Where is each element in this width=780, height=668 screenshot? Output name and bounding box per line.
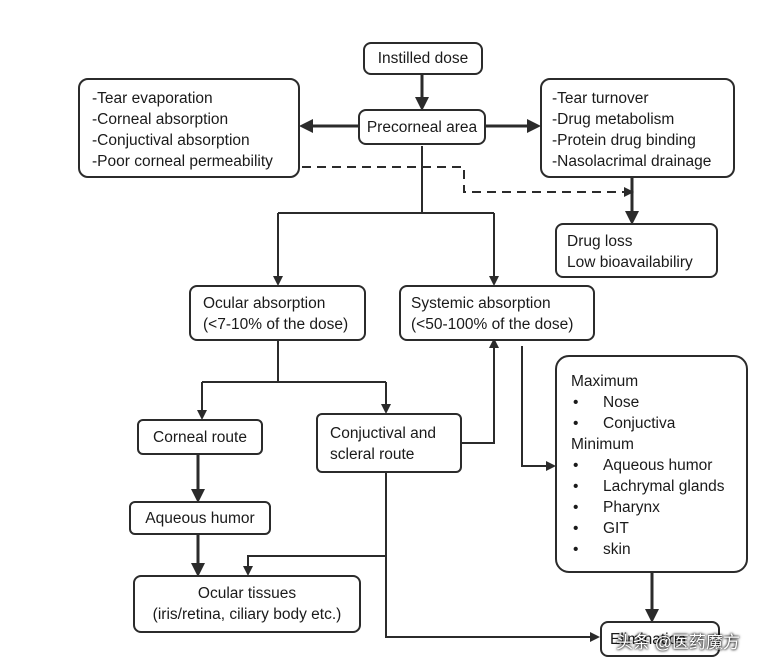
right-loss-item: -Protein drug binding xyxy=(552,132,696,149)
dashed-arrow-left-losses-to-drug-loss xyxy=(302,166,634,197)
ocular-absorption-percent: (<7-10% of the dose) xyxy=(203,316,349,333)
aqueous-humor-label: Aqueous humor xyxy=(145,509,255,527)
distribution-max-item: Conjuctiva xyxy=(571,413,736,434)
instilled-dose-box: Instilled dose xyxy=(363,42,483,75)
distribution-min-item: Pharynx xyxy=(571,497,736,518)
precorneal-area-label: Precorneal area xyxy=(366,118,478,136)
connector-ocular-split xyxy=(202,340,386,383)
conj-scleral-route-box: Conjuctival and scleral route xyxy=(316,413,462,473)
corneal-route-box: Corneal route xyxy=(137,419,263,455)
left-loss-item: -Tear evaporation xyxy=(92,90,213,107)
right-losses-box: -Tear turnover -Drug metabolism -Protein… xyxy=(540,78,735,178)
arrow-systemic-to-distribution xyxy=(521,346,556,471)
corneal-route-label: Corneal route xyxy=(153,428,247,446)
left-loss-item: -Corneal absorption xyxy=(92,111,229,128)
ocular-tissues-title: Ocular tissues xyxy=(197,585,297,602)
distribution-min-item: Aqueous humor xyxy=(571,455,736,476)
systemic-absorption-percent: (<50-100% of the dose) xyxy=(411,316,574,333)
distribution-box: Maximum Nose Conjuctiva Minimum Aqueous … xyxy=(555,355,748,573)
distribution-min-item: Lachrymal glands xyxy=(571,476,736,497)
right-loss-item: -Nasolacrimal drainage xyxy=(552,153,712,170)
drug-loss-box: Drug loss Low bioavailabiliry xyxy=(555,223,718,278)
ocular-tissues-subtitle: (iris/retina, ciliary body etc.) xyxy=(152,606,342,623)
distribution-max-label: Maximum xyxy=(571,373,639,390)
distribution-min-item: GIT xyxy=(571,518,736,539)
ocular-absorption-box: Ocular absorption (<7-10% of the dose) xyxy=(189,285,366,341)
left-loss-item: -Conjuctival absorption xyxy=(92,132,250,149)
watermark: 头条 @医药魔方 xyxy=(616,633,740,652)
right-loss-item: -Tear turnover xyxy=(552,90,649,107)
drug-loss-title: Drug loss xyxy=(567,233,633,250)
ocular-tissues-box: Ocular tissues (iris/retina, ciliary bod… xyxy=(133,575,361,633)
elimination-label: Elimination xyxy=(610,631,686,648)
instilled-dose-label: Instilled dose xyxy=(377,50,469,67)
left-losses-box: -Tear evaporation -Corneal absorption -C… xyxy=(78,78,300,178)
arrow-conj-to-elimination xyxy=(385,556,600,642)
distribution-min-label: Minimum xyxy=(571,436,634,453)
conj-route-line1: Conjuctival and xyxy=(330,425,436,442)
elimination-box: Elimination xyxy=(600,621,720,657)
arrow-conj-to-systemic xyxy=(462,338,499,444)
distribution-min-item: skin xyxy=(571,539,736,560)
drug-loss-subtitle: Low bioavailabiliry xyxy=(567,254,693,271)
left-loss-item: -Poor corneal permeability xyxy=(92,153,273,170)
systemic-absorption-title: Systemic absorption xyxy=(411,295,551,312)
aqueous-humor-box: Aqueous humor xyxy=(129,501,271,535)
distribution-max-item: Nose xyxy=(571,392,736,413)
ocular-absorption-title: Ocular absorption xyxy=(203,295,326,312)
arrow-conj-to-tissues xyxy=(243,473,387,576)
systemic-absorption-box: Systemic absorption (<50-100% of the dos… xyxy=(399,285,595,341)
connector-precorneal-split xyxy=(278,146,494,214)
conj-route-line2: scleral route xyxy=(330,446,415,463)
precorneal-area-box: Precorneal area xyxy=(358,109,486,145)
right-loss-item: -Drug metabolism xyxy=(552,111,675,128)
